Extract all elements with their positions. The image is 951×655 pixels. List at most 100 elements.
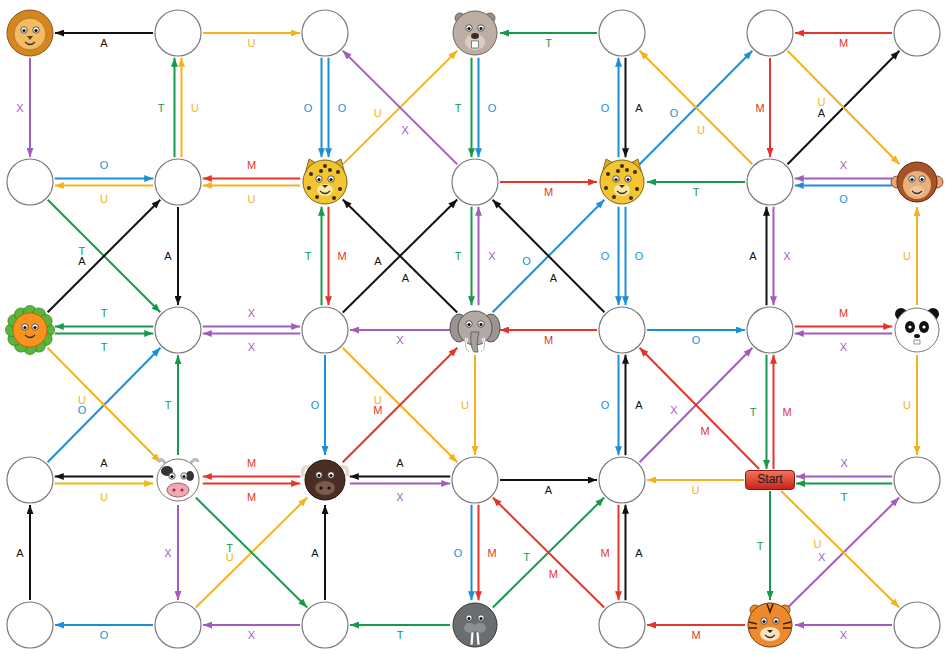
circle-shape bbox=[302, 602, 348, 648]
edge-letter: U bbox=[691, 485, 701, 496]
edge-letter: O bbox=[600, 251, 611, 262]
move-arrow bbox=[647, 181, 745, 183]
node-shape bbox=[451, 9, 499, 57]
edge-letter: T bbox=[522, 552, 531, 563]
move-arrow bbox=[471, 58, 473, 157]
animal-face bbox=[303, 460, 348, 500]
edge-letter: U bbox=[247, 38, 257, 49]
move-arrow bbox=[55, 326, 153, 328]
edge-letter: A bbox=[99, 458, 108, 469]
edge-letter: M bbox=[548, 569, 559, 580]
plain-circle bbox=[746, 306, 794, 354]
edge-letter: T bbox=[756, 540, 765, 551]
node-shape bbox=[301, 601, 349, 649]
move-arrow bbox=[788, 51, 900, 164]
animal-face bbox=[157, 459, 199, 501]
edge-letter: T bbox=[100, 342, 109, 353]
circle-shape bbox=[894, 10, 940, 56]
plain-circle bbox=[301, 306, 349, 354]
edge-letter: A bbox=[163, 251, 172, 262]
move-arrow bbox=[203, 483, 300, 485]
move-arrow bbox=[55, 32, 153, 34]
move-arrow bbox=[478, 505, 480, 600]
circle-shape bbox=[747, 159, 793, 205]
edge-letter: X bbox=[839, 342, 848, 353]
edge-letter: X bbox=[839, 630, 848, 641]
move-arrow bbox=[55, 624, 153, 626]
circle-shape bbox=[599, 457, 645, 503]
circle-shape bbox=[747, 307, 793, 353]
move-arrow bbox=[203, 476, 300, 478]
move-arrow bbox=[29, 58, 31, 157]
node-shape bbox=[154, 9, 202, 57]
move-arrow bbox=[471, 505, 473, 600]
edge-letter: X bbox=[247, 342, 256, 353]
circle-shape bbox=[155, 602, 201, 648]
move-arrow bbox=[640, 51, 753, 165]
move-arrow bbox=[55, 333, 153, 335]
plain-circle bbox=[451, 456, 499, 504]
move-arrow bbox=[177, 505, 179, 600]
edge-letter: T bbox=[749, 406, 758, 417]
move-arrow bbox=[625, 355, 627, 455]
edge-letter: T bbox=[164, 400, 173, 411]
animal-circle bbox=[746, 601, 794, 649]
move-arrow bbox=[788, 51, 900, 164]
edge-letter: X bbox=[839, 458, 848, 469]
move-arrow bbox=[478, 207, 480, 305]
edge-letter: M bbox=[246, 160, 257, 171]
circle-shape bbox=[599, 602, 645, 648]
node-shape bbox=[598, 306, 646, 354]
move-arrow bbox=[618, 505, 620, 600]
animal-face bbox=[453, 603, 497, 647]
edge-letter: O bbox=[337, 102, 348, 113]
edge-letter: X bbox=[163, 547, 172, 558]
edge-letter: U bbox=[373, 107, 383, 118]
edge-letter: T bbox=[304, 251, 313, 262]
edge-letter: X bbox=[395, 492, 404, 503]
node-text: Start bbox=[757, 473, 782, 486]
move-arrow bbox=[493, 200, 605, 313]
move-arrow bbox=[55, 476, 153, 478]
edge-letter: A bbox=[310, 547, 319, 558]
plain-circle bbox=[746, 9, 794, 57]
animal-circle bbox=[451, 306, 499, 354]
move-arrow bbox=[48, 200, 161, 313]
move-arrow bbox=[177, 207, 179, 305]
node-shape bbox=[6, 306, 54, 354]
circle-shape bbox=[599, 10, 645, 56]
animal-circle bbox=[6, 9, 54, 57]
edge-letter: A bbox=[549, 272, 558, 283]
plain-circle bbox=[598, 601, 646, 649]
move-arrow bbox=[55, 178, 153, 180]
animal-circle bbox=[154, 456, 202, 504]
move-arrow bbox=[795, 185, 892, 187]
move-arrow bbox=[769, 58, 771, 157]
edge-letter: U bbox=[460, 400, 470, 411]
node-shape bbox=[893, 306, 941, 354]
edge-letter: U bbox=[813, 538, 823, 549]
plain-circle bbox=[154, 158, 202, 206]
edge-letter: M bbox=[690, 630, 701, 641]
plain-circle bbox=[893, 601, 941, 649]
edge-letter: T bbox=[454, 251, 463, 262]
edge-letter: U bbox=[696, 124, 706, 135]
plain-circle bbox=[598, 9, 646, 57]
move-arrow bbox=[640, 348, 760, 469]
move-arrow bbox=[55, 185, 153, 187]
circle-shape bbox=[302, 307, 348, 353]
move-arrow bbox=[350, 624, 450, 626]
edge-letter: A bbox=[99, 38, 108, 49]
move-arrow bbox=[350, 483, 450, 485]
plain-circle bbox=[6, 158, 54, 206]
edge-letter: T bbox=[692, 187, 701, 198]
node-shape bbox=[598, 456, 646, 504]
circle-shape bbox=[7, 159, 53, 205]
circle-shape bbox=[155, 307, 201, 353]
node-shape bbox=[598, 601, 646, 649]
move-arrow bbox=[343, 200, 457, 313]
edge-letter: X bbox=[247, 308, 256, 319]
move-arrow bbox=[640, 51, 753, 165]
edge-letter: U bbox=[190, 102, 200, 113]
